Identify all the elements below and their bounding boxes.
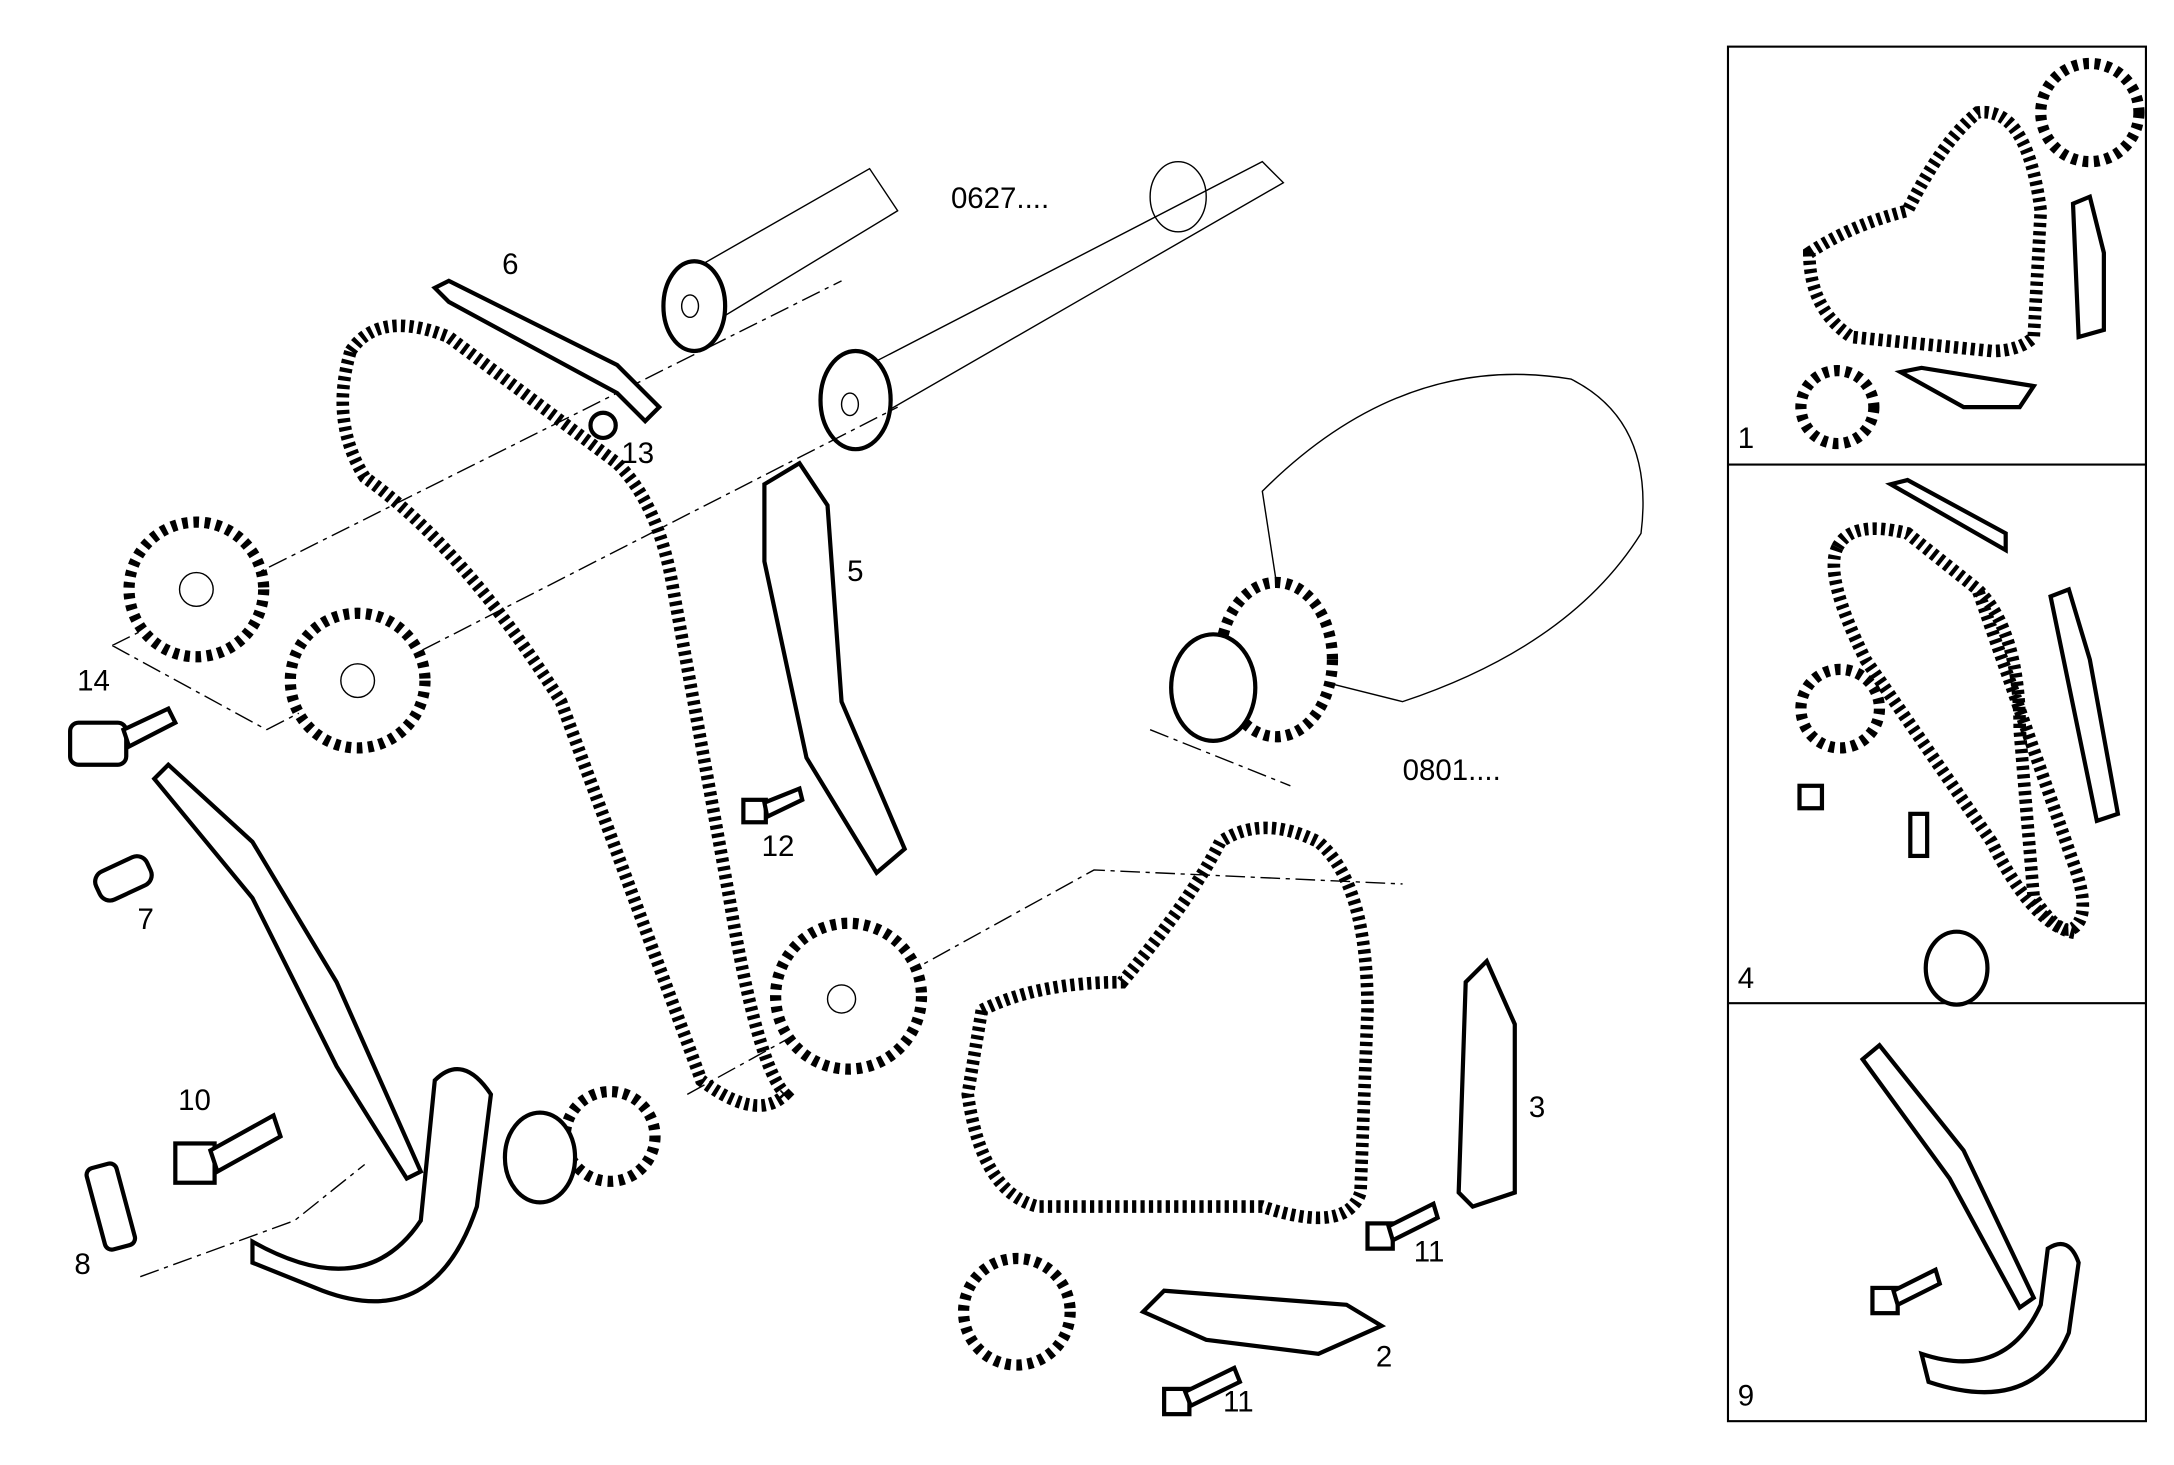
callout-12: 12 (762, 830, 795, 863)
callout-10: 10 (178, 1084, 211, 1117)
callout-2: 2 (1376, 1340, 1392, 1373)
bolt-11-upper (1365, 1200, 1441, 1251)
crankshaft (1169, 373, 1644, 744)
nut-13 (588, 410, 618, 441)
bolt-12 (741, 785, 805, 825)
camshaft-rear (661, 167, 899, 354)
guide-rail-3 (1456, 957, 1517, 1209)
callout-11-lower: 11 (1223, 1385, 1254, 1418)
guide-rail-2 (1139, 1288, 1387, 1357)
callout-11-upper: 11 (1414, 1235, 1445, 1268)
callout-14: 14 (77, 664, 110, 697)
callout-7: 7 (137, 903, 153, 936)
kit-panel-frame (1726, 45, 2148, 1423)
kit-panel-9: 9 (1738, 1042, 2081, 1413)
callout-5: 5 (847, 555, 863, 588)
pin-7 (93, 854, 154, 903)
crank-sprocket (957, 1252, 1076, 1371)
callout-8: 8 (74, 1248, 90, 1281)
guide-rail-5 (762, 460, 908, 876)
callout-13: 13 (621, 437, 654, 470)
kit-panel-1-label: 1 (1738, 422, 1754, 455)
kit-panel-1: 1 (1738, 57, 2145, 455)
oil-pump-sprocket (502, 1085, 661, 1205)
bolt-14 (68, 705, 179, 767)
upper-timing-chain (336, 319, 795, 1112)
callout-3: 3 (1529, 1091, 1545, 1124)
pin-8 (84, 1161, 138, 1252)
lower-guide-rail (250, 1067, 494, 1304)
bolt-11-lower (1162, 1364, 1243, 1417)
kit-panel-4: 4 (1738, 477, 2121, 1007)
camshaft-front (818, 160, 1285, 452)
callout-6: 6 (502, 248, 518, 281)
kit-panel-4-label: 4 (1738, 962, 1754, 995)
cam-sprocket-exhaust (284, 607, 431, 754)
lower-timing-chain (961, 821, 1374, 1225)
crankshaft-reference-label: 0801.... (1403, 754, 1501, 787)
upper-guide-rail-6 (431, 278, 663, 425)
cam-sprocket-intake (123, 516, 270, 663)
intermediate-sprocket (770, 917, 928, 1075)
tensioner-rail (151, 761, 424, 1182)
camshaft-reference-label: 0627.... (951, 182, 1049, 215)
bolt-10 (173, 1112, 284, 1185)
kit-panel-9-label: 9 (1738, 1380, 1754, 1413)
